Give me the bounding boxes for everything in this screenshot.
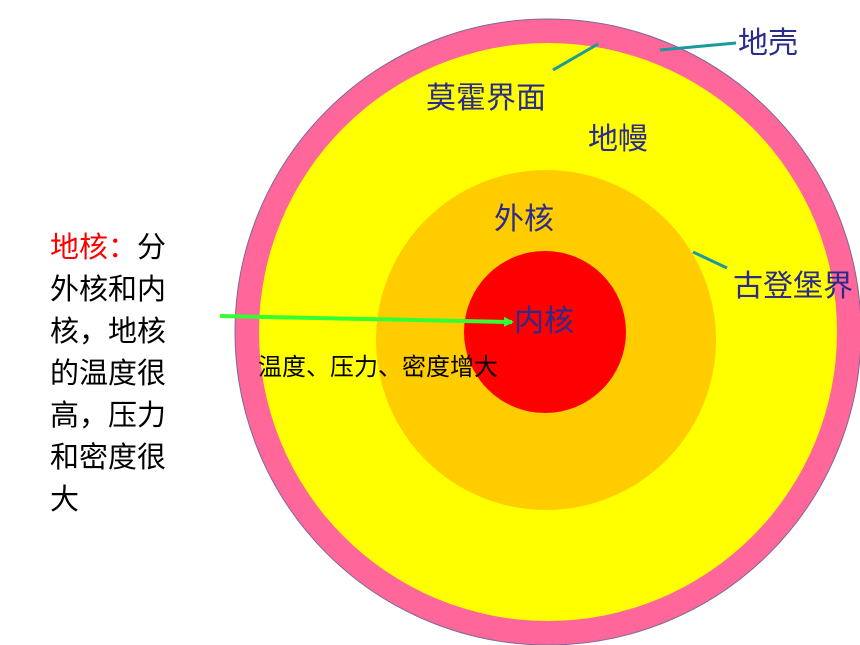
outer-core-label: 外核 — [494, 202, 554, 237]
gutenberg-pointer-line — [692, 250, 728, 270]
core-description: 地核：分外核和内核，地核的温度很高，压力和密度很大 — [50, 226, 190, 520]
moho-label: 莫霍界面 — [426, 81, 546, 116]
crust-label: 地壳 — [738, 26, 798, 61]
inner-core-label: 内核 — [514, 304, 574, 339]
mantle-label: 地幔 — [588, 122, 648, 157]
trend-label: 温度、压力、密度增大 — [258, 353, 498, 381]
trend-arrow — [219, 314, 514, 327]
core-description-heading: 地核： — [50, 230, 138, 264]
gutenberg-label: 古登堡界 — [733, 269, 853, 304]
core-description-body: 分外核和内核，地核的温度很高，压力和密度很大 — [50, 230, 167, 516]
moho-pointer-line — [552, 42, 599, 72]
crust-pointer-line — [659, 41, 737, 52]
inner-core-layer — [464, 251, 626, 413]
